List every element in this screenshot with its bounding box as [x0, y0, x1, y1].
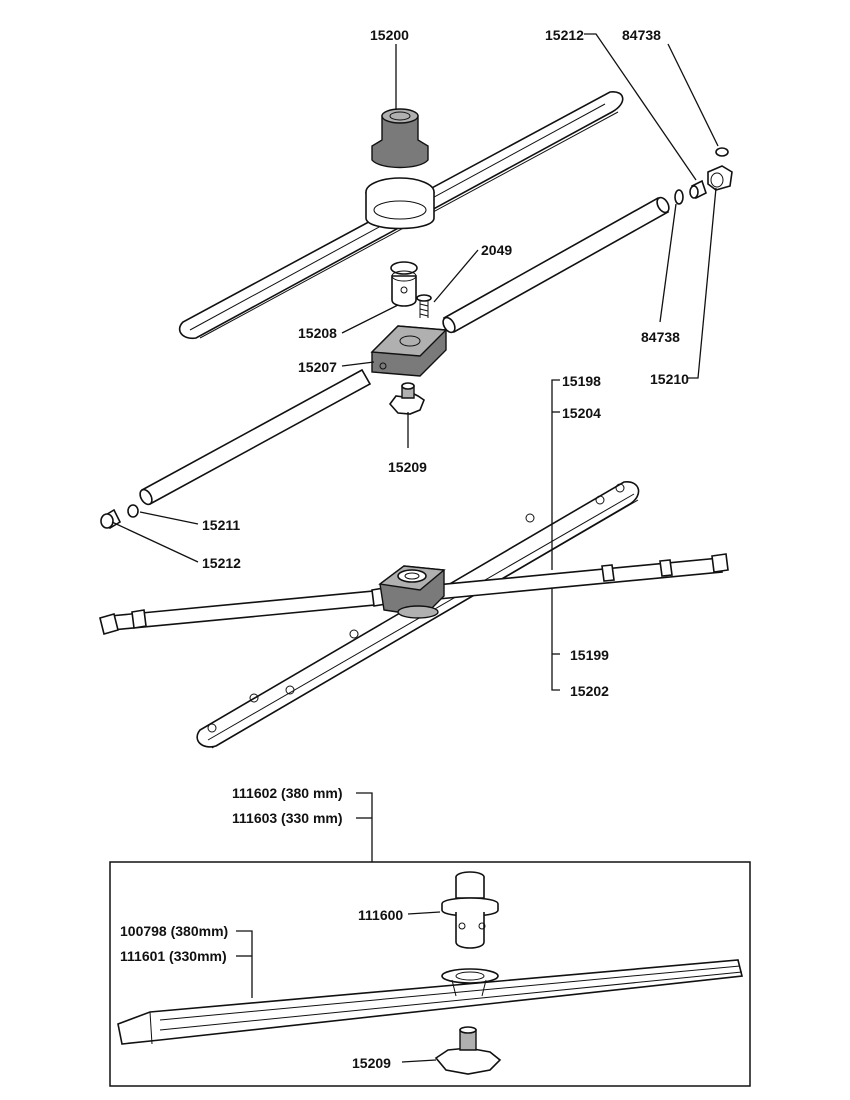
label-111600: 111600 [358, 907, 403, 923]
part-15209-drive-knob-bottom [434, 1026, 502, 1075]
label-111602: 111602 (380 mm) [232, 785, 343, 801]
part-15212-cap-left [100, 508, 122, 530]
label-15202: 15202 [570, 683, 609, 699]
label-15210: 15210 [650, 371, 689, 387]
part-15200-hub-nut [371, 108, 429, 169]
label-84738-right: 84738 [641, 329, 680, 345]
part-84738-oring-right [674, 189, 684, 205]
part-111600-hub [441, 871, 499, 949]
label-15207: 15207 [298, 359, 337, 375]
label-111601: 111601 (330mm) [120, 948, 227, 964]
part-84738-oring-top [715, 147, 729, 157]
label-2049: 2049 [481, 242, 512, 258]
label-15199: 15199 [570, 647, 609, 663]
upper-left-tube [139, 368, 372, 506]
label-15212-left: 15212 [202, 555, 241, 571]
part-2049-screw [416, 294, 432, 318]
label-15204: 15204 [562, 405, 601, 421]
label-84738-top: 84738 [622, 27, 661, 43]
label-15212-top: 15212 [545, 27, 584, 43]
replacement-spray-arm [117, 959, 743, 1045]
part-15209-drive-knob-top [388, 382, 425, 415]
leader-lines [111, 33, 719, 1063]
part-labels: 15200 15212 84738 2049 15208 15207 84738… [120, 27, 689, 1071]
label-100798: 100798 (380mm) [120, 923, 228, 939]
label-15209-bottom: 15209 [352, 1055, 391, 1071]
label-111603: 111603 (330 mm) [232, 810, 343, 826]
upper-spray-arm [178, 91, 624, 340]
label-15211: 15211 [202, 517, 240, 533]
part-15208-bearing-pin [390, 261, 418, 307]
part-15207-manifold-block [370, 325, 448, 377]
part-15212-cap-top [689, 179, 707, 200]
part-15210-end-cap [707, 165, 733, 191]
label-15208: 15208 [298, 325, 337, 341]
label-15200: 15200 [370, 27, 409, 43]
label-15209-top: 15209 [388, 459, 427, 475]
label-15198: 15198 [562, 373, 601, 389]
upper-right-tube [442, 196, 670, 334]
inset-box [109, 861, 751, 1087]
part-15211-oring-left [127, 504, 139, 518]
lower-hub-block [378, 565, 446, 619]
